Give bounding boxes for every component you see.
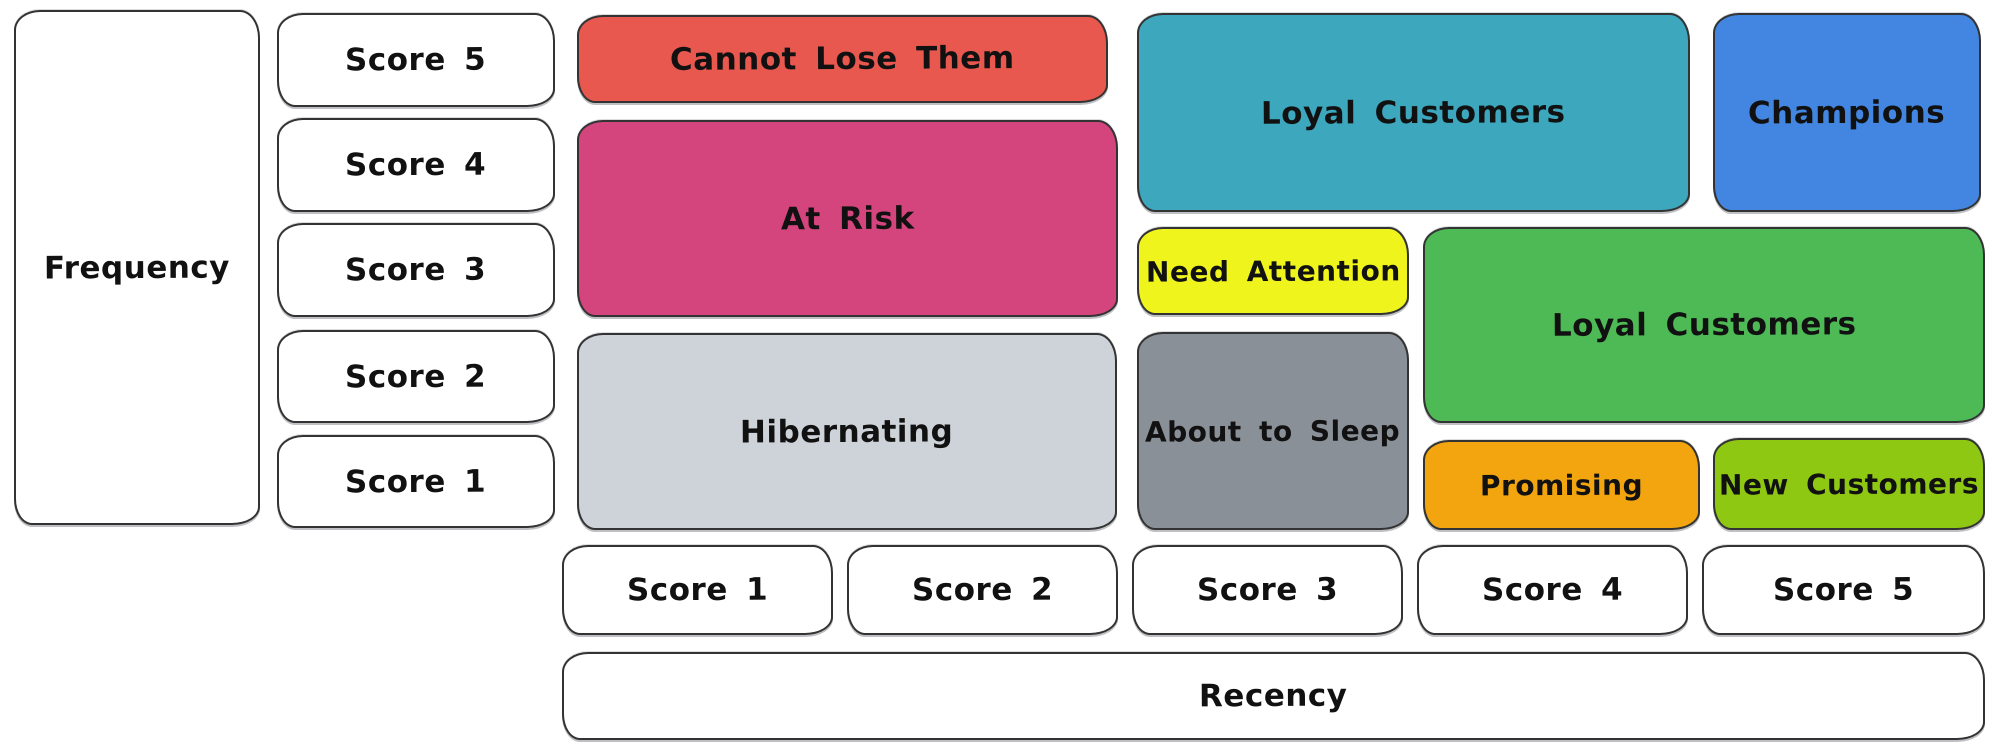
frequency-score-5: Score 5 (277, 13, 555, 107)
frequency-score-4: Score 4 (277, 118, 555, 212)
frequency-score-3: Score 3 (277, 223, 555, 317)
axis-recency: Recency (562, 652, 1985, 740)
frequency-score-3-label: Score 3 (345, 251, 487, 289)
recency-score-2: Score 2 (847, 545, 1118, 635)
segment-about-to-sleep-label: About to Sleep (1145, 413, 1401, 449)
recency-score-5-label: Score 5 (1772, 571, 1915, 609)
segment-at-risk-label: At Risk (780, 200, 915, 237)
recency-score-4: Score 4 (1417, 545, 1688, 635)
segment-champions: Champions (1713, 13, 1981, 212)
axis-frequency-label: Frequency (43, 249, 231, 286)
segment-hibernating: Hibernating (577, 333, 1117, 530)
frequency-score-1-label: Score 1 (345, 463, 487, 500)
recency-score-3: Score 3 (1132, 545, 1403, 635)
frequency-score-2: Score 2 (277, 330, 555, 423)
recency-score-1-label: Score 1 (626, 571, 769, 609)
frequency-score-4-label: Score 4 (345, 146, 487, 184)
segment-promising-label: Promising (1479, 468, 1644, 502)
recency-score-3-label: Score 3 (1196, 571, 1339, 609)
segment-need-attention-label: Need Attention (1145, 253, 1401, 289)
segment-champions-label: Champions (1748, 93, 1946, 132)
segment-loyal-customers-mid-label: Loyal Customers (1551, 306, 1857, 344)
recency-score-4-label: Score 4 (1481, 571, 1624, 609)
segment-need-attention: Need Attention (1137, 227, 1409, 315)
segment-promising: Promising (1423, 440, 1700, 530)
segment-loyal-customers-mid: Loyal Customers (1423, 227, 1985, 423)
segment-hibernating-label: Hibernating (740, 412, 954, 451)
frequency-score-2-label: Score 2 (345, 358, 487, 395)
frequency-score-1: Score 1 (277, 435, 555, 528)
recency-score-1: Score 1 (562, 545, 833, 635)
axis-frequency: Frequency (14, 10, 260, 525)
segment-cannot-lose-them: Cannot Lose Them (577, 15, 1108, 103)
axis-recency-label: Recency (1199, 677, 1348, 715)
frequency-score-5-label: Score 5 (345, 41, 487, 79)
segment-new-customers-label: New Customers (1718, 466, 1980, 502)
segment-about-to-sleep: About to Sleep (1137, 332, 1409, 530)
segment-new-customers: New Customers (1713, 438, 1985, 530)
segment-loyal-customers-top: Loyal Customers (1137, 13, 1690, 212)
segment-loyal-customers-top-label: Loyal Customers (1261, 93, 1566, 132)
segment-at-risk: At Risk (577, 120, 1118, 317)
recency-score-2-label: Score 2 (911, 571, 1054, 609)
segment-cannot-lose-them-label: Cannot Lose Them (670, 40, 1015, 78)
recency-score-5: Score 5 (1702, 545, 1985, 635)
